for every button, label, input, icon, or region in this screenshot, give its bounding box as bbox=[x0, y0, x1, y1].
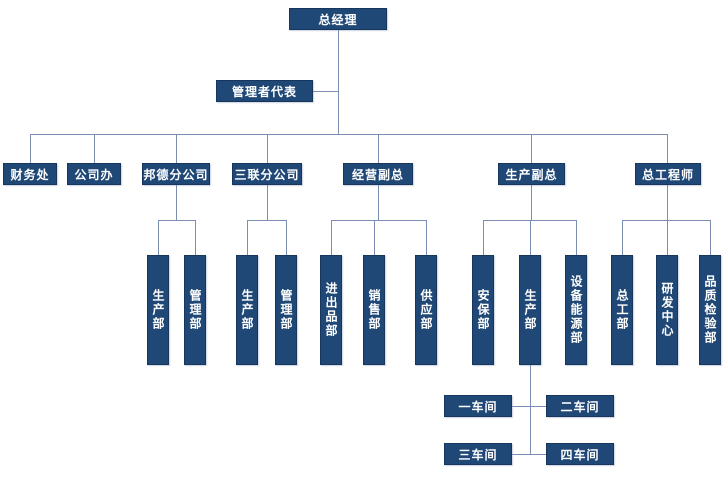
org-node-sanlian-production-dept: 生产部 bbox=[236, 255, 258, 365]
org-node-production-vp: 生产副总 bbox=[498, 163, 565, 185]
connector-group-chief bbox=[622, 220, 710, 221]
org-node-quality-inspection-dept: 品质检验部 bbox=[699, 255, 721, 365]
connector-drop-child bbox=[622, 220, 623, 255]
connector-management-rep bbox=[313, 91, 338, 92]
connector-drop-child bbox=[426, 220, 427, 255]
org-node-general-manager: 总经理 bbox=[289, 8, 387, 30]
org-node-company-office: 公司办 bbox=[67, 163, 121, 185]
connector-group-bangde bbox=[158, 220, 196, 221]
org-node-import-export-dept: 进出品部 bbox=[320, 255, 342, 365]
connector-stub-operations bbox=[378, 185, 379, 220]
org-node-bangde-management-dept: 管理部 bbox=[184, 255, 206, 365]
connector-drop-child bbox=[374, 220, 375, 255]
connector-drop-child bbox=[667, 220, 668, 255]
connector-drop-chief-engineer bbox=[667, 134, 668, 163]
connector-group-sanlian bbox=[247, 220, 287, 221]
org-node-workshop-4: 四车间 bbox=[546, 443, 614, 465]
connector-stub-bangde bbox=[176, 185, 177, 220]
org-node-chief-engineering-dept: 总工部 bbox=[611, 255, 633, 365]
connector-drop-child bbox=[483, 220, 484, 255]
org-node-chief-engineer: 总工程师 bbox=[635, 163, 701, 185]
connector-root-stem bbox=[338, 30, 339, 134]
connector-drop-company-office bbox=[94, 134, 95, 163]
org-node-supply-dept: 供应部 bbox=[415, 255, 437, 365]
connector-drop-operations-vp bbox=[378, 134, 379, 163]
connector-group-operations bbox=[331, 220, 427, 221]
connector-drop-child bbox=[195, 220, 196, 255]
org-node-workshop-2: 二车间 bbox=[546, 395, 614, 417]
org-node-sanlian-branch: 三联分公司 bbox=[232, 163, 302, 185]
connector-level2-bus bbox=[30, 134, 667, 135]
org-node-operations-vp: 经营副总 bbox=[343, 163, 413, 185]
connector-drop-child bbox=[530, 220, 531, 255]
org-node-sanlian-management-dept: 管理部 bbox=[275, 255, 297, 365]
org-node-rd-center: 研发中心 bbox=[656, 255, 678, 365]
connector-stub-chief bbox=[667, 185, 668, 220]
connector-drop-sanlian bbox=[267, 134, 268, 163]
org-node-equipment-energy-dept: 设备能源部 bbox=[565, 255, 587, 365]
connector-workshops-stem bbox=[530, 365, 531, 455]
connector-workshops-row1 bbox=[512, 406, 546, 407]
org-node-management-representative: 管理者代表 bbox=[216, 80, 313, 102]
connector-stub-production bbox=[531, 185, 532, 220]
org-node-security-dept: 安保部 bbox=[472, 255, 494, 365]
org-node-finance-office: 财务处 bbox=[3, 163, 57, 185]
connector-drop-child bbox=[247, 220, 248, 255]
connector-drop-bangde bbox=[176, 134, 177, 163]
connector-stub-sanlian bbox=[267, 185, 268, 220]
org-node-bangde-branch: 邦德分公司 bbox=[142, 163, 210, 185]
org-node-workshop-1: 一车间 bbox=[444, 395, 512, 417]
connector-drop-child bbox=[331, 220, 332, 255]
connector-drop-child bbox=[158, 220, 159, 255]
connector-drop-child bbox=[286, 220, 287, 255]
connector-drop-finance bbox=[30, 134, 31, 163]
connector-drop-child bbox=[576, 220, 577, 255]
connector-drop-production-vp bbox=[531, 134, 532, 163]
org-node-workshop-3: 三车间 bbox=[444, 443, 512, 465]
org-node-production-dept: 生产部 bbox=[519, 255, 541, 365]
org-node-sales-dept: 销售部 bbox=[363, 255, 385, 365]
org-node-bangde-production-dept: 生产部 bbox=[147, 255, 169, 365]
connector-workshops-row2 bbox=[512, 454, 546, 455]
connector-drop-child bbox=[710, 220, 711, 255]
